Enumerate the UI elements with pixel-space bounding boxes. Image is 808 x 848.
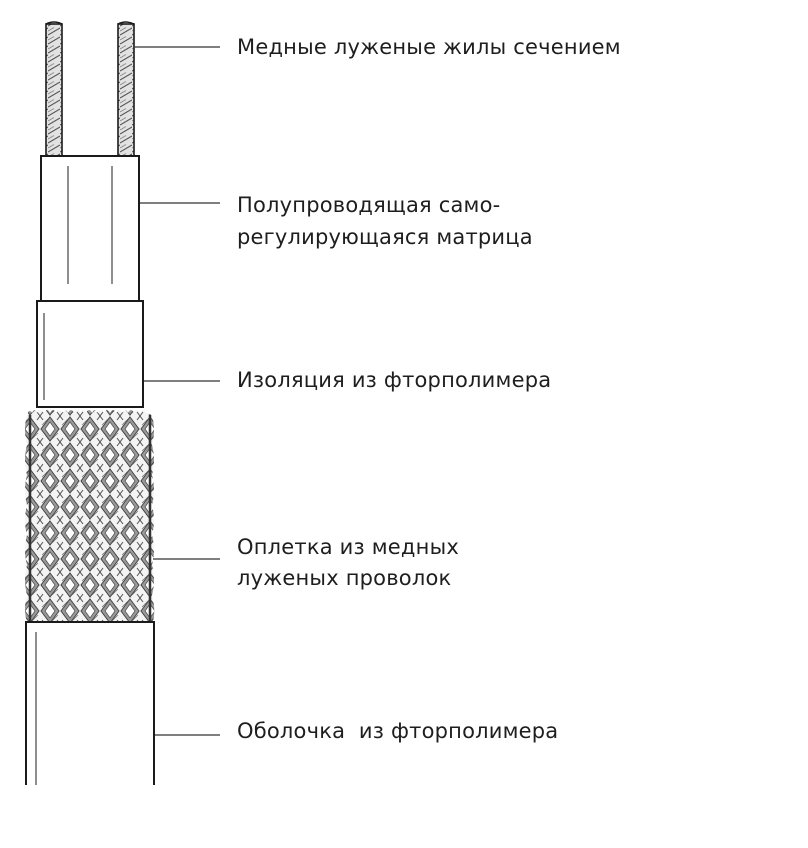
label-conductors: Медные луженые жилы сечением — [237, 35, 621, 59]
braid-layer — [25, 410, 155, 622]
label-matrix-line2: регулирующаяся матрица — [237, 225, 533, 249]
label-insulation: Изоляция из фторполимера — [237, 368, 552, 392]
copper-conductors — [45, 21, 135, 157]
insulation-layer — [36, 300, 144, 408]
matrix-layer — [40, 155, 140, 302]
conductor-left — [45, 23, 63, 157]
leader-lines — [134, 46, 220, 736]
jacket-layer — [25, 621, 155, 785]
label-jacket: Оболочка из фторполимера — [237, 719, 559, 743]
label-matrix-line1: Полупроводящая само- — [237, 193, 501, 217]
label-braid-line2: луженых проволок — [237, 566, 452, 590]
conductor-right — [117, 23, 135, 157]
label-braid-line1: Оплетка из медных — [237, 535, 459, 559]
